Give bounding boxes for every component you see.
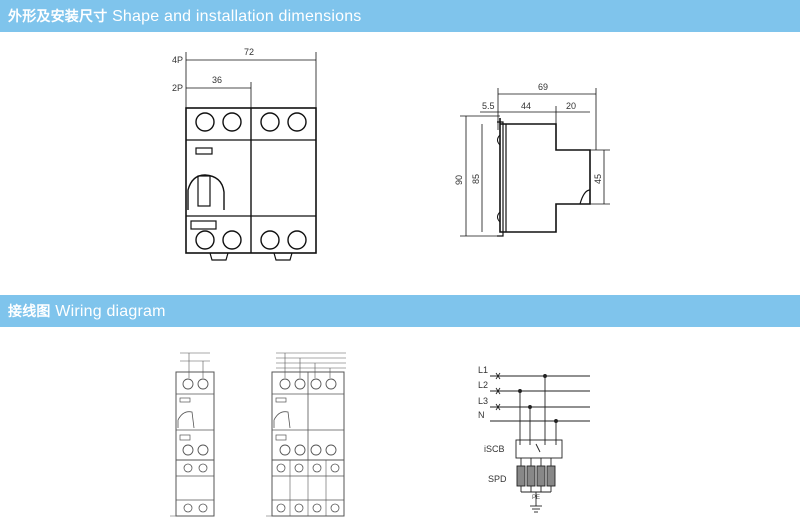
section-title-en: Shape and installation dimensions	[112, 8, 362, 25]
dim-height-90: 90	[454, 175, 464, 185]
dim-5-5: 5.5	[482, 101, 495, 111]
wiring-2p-drawing	[170, 352, 215, 517]
dim-20: 20	[566, 101, 576, 111]
section-title-wiring: 接线图 Wiring diagram	[8, 301, 166, 321]
dim-height-45: 45	[593, 174, 603, 184]
section-title-cn: 外形及安装尺寸	[8, 9, 108, 25]
section-title-shape: 外形及安装尺寸 Shape and installation dimension…	[8, 6, 362, 26]
line-label-l2: L2	[478, 380, 488, 390]
label-spd: SPD	[488, 474, 507, 484]
section-title-en: Wiring diagram	[55, 303, 166, 320]
line-label-l3: L3	[478, 396, 488, 406]
label-4p: 4P	[172, 55, 183, 65]
label-iscb: iSCB	[484, 444, 505, 454]
line-label-l1: L1	[478, 365, 488, 375]
dim-44: 44	[521, 101, 531, 111]
dim-height-85: 85	[471, 174, 481, 184]
label-pe: PE	[532, 495, 540, 501]
line-label-n: N	[478, 410, 485, 420]
schematic-drawing	[490, 372, 590, 513]
front-view-drawing	[185, 52, 317, 261]
dim-depth-total: 69	[538, 82, 548, 92]
label-2p: 2P	[172, 83, 183, 93]
dim-width-2p: 36	[212, 75, 222, 85]
dim-width-4p: 72	[244, 47, 254, 57]
wiring-4p-drawing	[266, 352, 346, 517]
section-banner-wiring: 接线图 Wiring diagram	[0, 295, 800, 327]
section-title-cn: 接线图	[8, 304, 51, 320]
side-view-drawing	[460, 88, 610, 237]
section-banner-shape: 外形及安装尺寸 Shape and installation dimension…	[0, 0, 800, 32]
